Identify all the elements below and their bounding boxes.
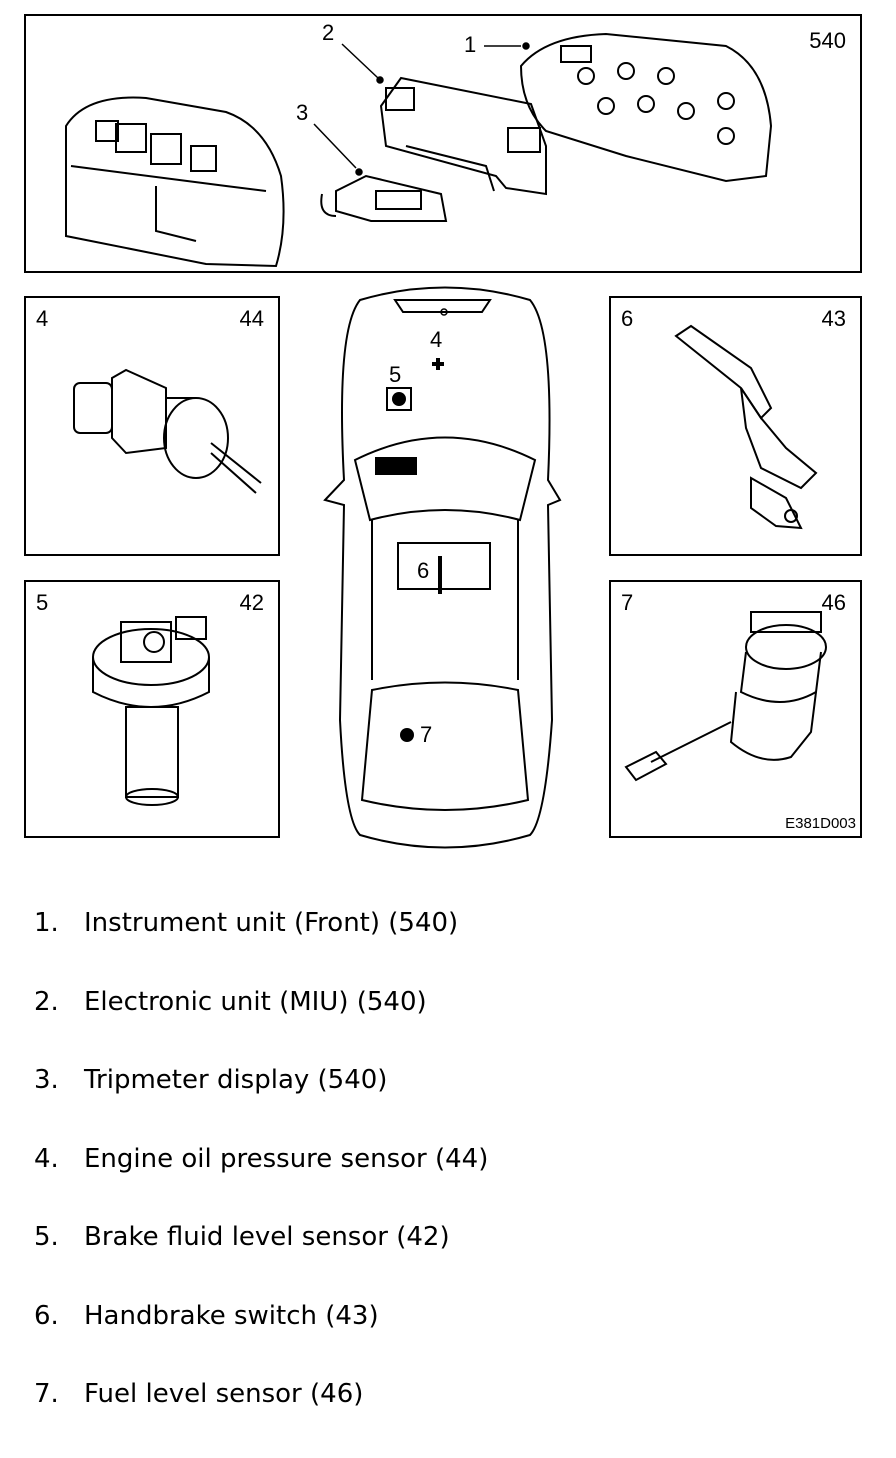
brake-fluid-sensor-drawing: [92, 616, 210, 806]
legend-item: 7. Fuel level sensor (46): [34, 1379, 488, 1458]
panel-index-7: 7: [621, 590, 634, 615]
car-callout-7: 7: [420, 722, 433, 747]
callout-2: 2: [322, 20, 335, 45]
component-legend: 1. Instrument unit (Front) (540) 2. Electr…: [34, 908, 488, 1458]
legend-item: 4. Engine oil pressure sensor (44): [34, 1144, 488, 1223]
brake-fluid-sensor-panel: 5 42: [24, 580, 280, 838]
legend-text: Instrument unit (Front) (540): [84, 908, 459, 938]
panel-number-46: 46: [821, 590, 846, 615]
handbrake-drawing: [674, 324, 818, 530]
car-callout-4: 4: [430, 327, 443, 352]
car-top-view-drawing: [323, 286, 562, 849]
panel-number-43: 43: [821, 306, 846, 331]
panel-number-44: 44: [239, 306, 264, 331]
panel-number-540: 540: [809, 28, 846, 53]
legend-text: Brake fluid level sensor (42): [84, 1222, 450, 1252]
legend-number: 2.: [34, 986, 59, 1017]
legend-item: 5. Brake fluid level sensor (42): [34, 1222, 488, 1301]
oil-pressure-sensor-panel: 4 44: [24, 296, 280, 556]
panel-index-6: 6: [621, 306, 634, 331]
panel-number-42: 42: [239, 590, 264, 615]
instrument-panel-frame: 540: [24, 14, 862, 273]
callout-1: 1: [464, 32, 477, 57]
car-callout-6: 6: [417, 558, 430, 583]
legend-text: Handbrake switch (43): [84, 1300, 379, 1331]
oil-pressure-sensor-drawing: [73, 368, 262, 494]
handbrake-switch-panel: 6 43: [609, 296, 862, 556]
legend-item: 6. Handbrake switch (43): [34, 1301, 488, 1380]
fuel-sensor-drawing: [624, 611, 827, 782]
legend-number: 4.: [34, 1143, 59, 1174]
legend-number: 5.: [34, 1222, 59, 1252]
figure-code: E381D003: [785, 815, 856, 832]
legend-item: 2. Electronic unit (MIU) (540): [34, 987, 488, 1066]
legend-text: Tripmeter display (540): [84, 1065, 388, 1095]
car-callout-5: 5: [389, 362, 402, 387]
instrument-exploded-drawing: [65, 32, 773, 268]
callout-3: 3: [296, 100, 309, 125]
fuel-level-sensor-panel: 7 46 E381D003: [609, 580, 862, 838]
panel-index-5: 5: [36, 590, 49, 615]
legend-text: Engine oil pressure sensor (44): [84, 1143, 489, 1174]
panel-index-4: 4: [36, 306, 49, 331]
legend-number: 7.: [34, 1379, 59, 1409]
legend-item: 1. Instrument unit (Front) (540): [34, 908, 488, 987]
legend-text: Fuel level sensor (46): [84, 1379, 364, 1409]
legend-text: Electronic unit (MIU) (540): [84, 986, 427, 1017]
legend-number: 1.: [34, 908, 59, 938]
legend-number: 6.: [34, 1300, 59, 1331]
legend-number: 3.: [34, 1065, 59, 1095]
legend-item: 3. Tripmeter display (540): [34, 1065, 488, 1144]
